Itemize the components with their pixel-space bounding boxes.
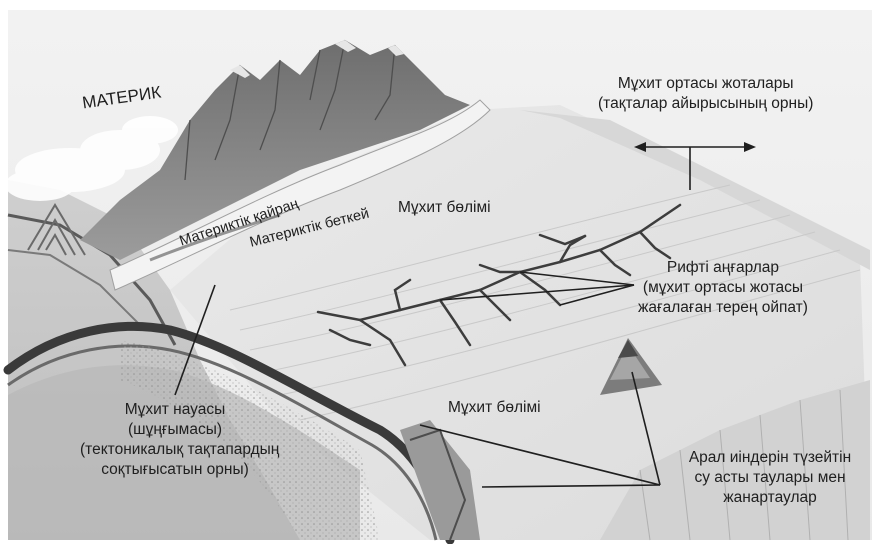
label-rift-valleys: Рифті аңғарлар (мұхит ортасы жотасы жаға… [638, 258, 808, 318]
label-ocean-trench: Мұхит науасы (шұңғымасы) (тектоникалық т… [80, 400, 270, 480]
label-ridge-line-1: Мұхит ортасы жоталары [598, 74, 813, 94]
label-ocean-section-upper: Мұхит бөлімі [398, 198, 491, 218]
label-ocean-section-lower: Мұхит бөлімі [448, 398, 541, 418]
label-seamounts-line-3: жанартаулар [670, 488, 870, 508]
label-seamounts: Арал иіндерін түзейтін су асты таулары м… [670, 448, 870, 508]
label-trench-line-3: (тектоникалық тақтапардың [80, 440, 270, 460]
label-trench-line-1: Мұхит науасы [80, 400, 270, 420]
label-rift-line-1: Рифті аңғарлар [638, 258, 808, 278]
label-ridge-line-2: (тақталар айырысының орны) [598, 94, 813, 114]
label-seamounts-line-2: су асты таулары мен [670, 468, 870, 488]
label-trench-line-2: (шұңғымасы) [80, 420, 270, 440]
label-mid-ocean-ridge: Мұхит ортасы жоталары (тақталар айырысын… [598, 74, 813, 114]
label-trench-line-4: соқтығысатын орны) [80, 460, 270, 480]
label-seamounts-line-1: Арал иіндерін түзейтін [670, 448, 870, 468]
label-rift-line-2: (мұхит ортасы жотасы [638, 278, 808, 298]
label-rift-line-3: жағалаған терең ойпат) [638, 298, 808, 318]
